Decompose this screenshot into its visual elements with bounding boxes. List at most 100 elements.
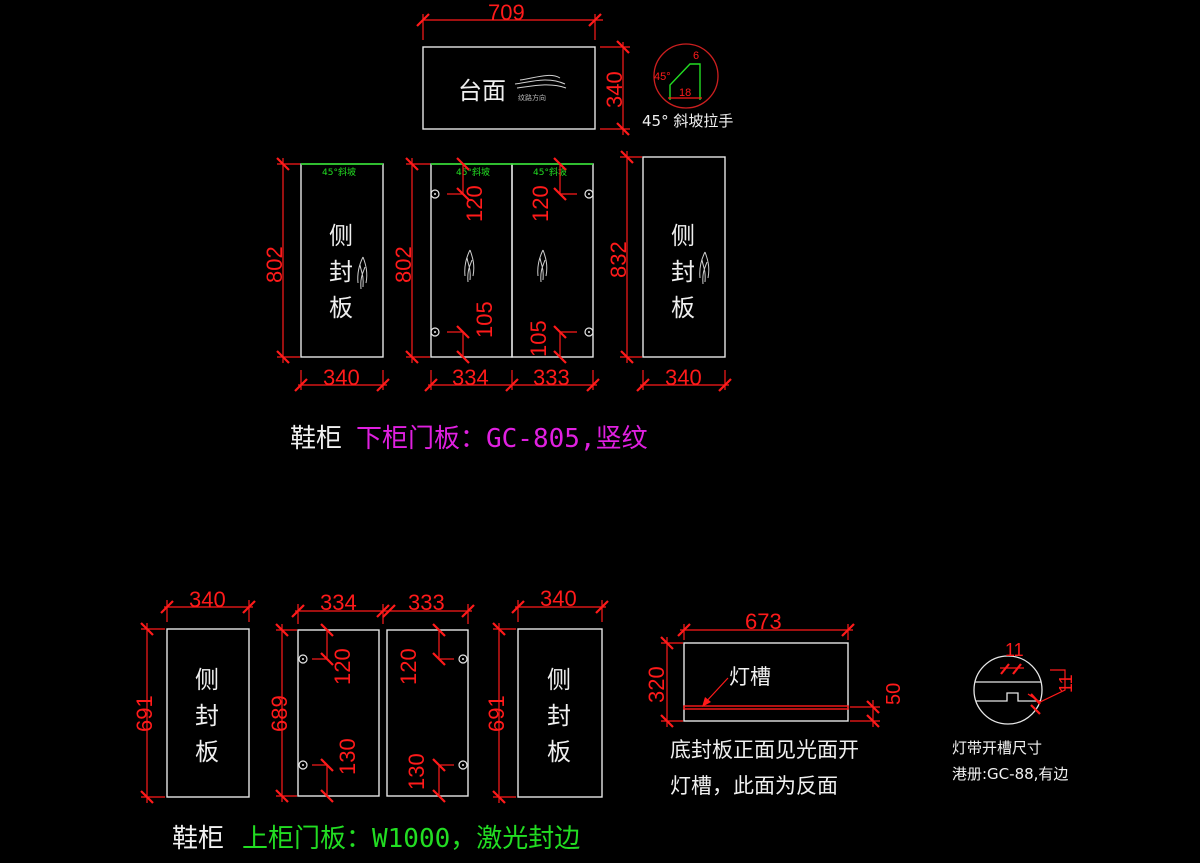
- upper-doors: 120 130 120 130 689 334 333: [267, 590, 475, 803]
- dim-label: 802: [262, 246, 287, 283]
- panel-label-char: 侧: [547, 666, 571, 694]
- panel-label-char: 侧: [671, 222, 695, 250]
- groove-profile: [975, 681, 1041, 702]
- handle-caption: 45° 斜坡拉手: [642, 112, 733, 130]
- dim-label: 130: [335, 738, 360, 775]
- dim-label: 802: [391, 246, 416, 283]
- dim-label: 105: [526, 320, 551, 357]
- dim-label: 340: [189, 587, 226, 612]
- panel-outline[interactable]: [517, 628, 603, 798]
- detail-circle: [653, 43, 719, 109]
- groove-caption-line2: 港册:GC-88,有边: [952, 765, 1068, 783]
- hinge-hole: [430, 327, 440, 337]
- dim-label: 340: [323, 365, 360, 390]
- groove-label: 灯槽: [729, 665, 771, 689]
- dim-label: 105: [472, 301, 497, 338]
- panel-outline[interactable]: [166, 628, 250, 798]
- dim-label: 340: [602, 71, 627, 108]
- panel-label-char: 板: [195, 738, 219, 766]
- grain-note: 纹路方向: [518, 93, 546, 102]
- hinge-hole: [584, 189, 594, 199]
- hinge-hole: [298, 654, 308, 664]
- dim-label: 120: [462, 185, 487, 222]
- bevel-label: 45°斜坡: [456, 166, 490, 178]
- countertop-panel[interactable]: [422, 46, 596, 130]
- dim-label: 334: [320, 590, 357, 615]
- countertop-group: 台面 纹路方向 709 340: [416, 0, 630, 136]
- title-main: 下柜门板：GC-805,竖纹: [356, 424, 648, 454]
- panel-label-char: 封: [195, 702, 219, 730]
- dim-label: 50: [883, 683, 905, 705]
- dim-label: 340: [540, 586, 577, 611]
- handle-bottom-dim: 18: [679, 87, 691, 99]
- dim-label: 709: [488, 0, 525, 25]
- dimension-countertop-width: 709: [416, 0, 603, 40]
- panel-label-char: 侧: [329, 222, 353, 250]
- dim-label: 333: [533, 365, 570, 390]
- groove-caption-line1: 灯带开槽尺寸: [952, 739, 1042, 757]
- handle-detail: 18 45° 6 45° 斜坡拉手: [642, 43, 733, 130]
- hinge-hole: [430, 189, 440, 199]
- handle-angle-dim: 45°: [654, 71, 671, 83]
- grain-direction-icon: [464, 249, 475, 283]
- panel-label-char: 侧: [195, 666, 219, 694]
- dim-label: 691: [484, 695, 509, 732]
- bottom-panel-outline[interactable]: [683, 642, 849, 722]
- panel-label-char: 封: [329, 258, 353, 286]
- panel-label-char: 板: [671, 294, 695, 322]
- dim-label: 120: [396, 648, 421, 685]
- hinge-hole: [458, 760, 468, 770]
- upper-right-side-panel: 侧 封 板 691 340: [484, 586, 609, 804]
- lower-right-side-panel: 侧 封 板 832 340: [606, 150, 732, 392]
- upper-cabinet-title: 鞋柜 上柜门板：W1000，激光封边: [172, 824, 580, 854]
- lower-doors: 45°斜坡 45°斜坡 120 105 120 105: [391, 157, 600, 392]
- panel-label-char: 封: [547, 702, 571, 730]
- dim-label: 130: [404, 753, 429, 790]
- dim-label: 334: [452, 365, 489, 390]
- dim-label: 832: [606, 241, 631, 278]
- door-left-outline[interactable]: [297, 629, 380, 797]
- dim-label: 673: [745, 609, 782, 634]
- handle-profile: [669, 63, 701, 100]
- light-groove: [683, 705, 849, 710]
- dim-label: 333: [408, 590, 445, 615]
- bevel-label: 45°斜坡: [533, 166, 567, 178]
- handle-top-dim: 6: [693, 50, 699, 62]
- hinge-hole: [458, 654, 468, 664]
- detail-circle: [973, 655, 1043, 725]
- dimension-countertop-height: 340: [600, 40, 630, 136]
- title-prefix: 鞋柜: [172, 824, 224, 854]
- panel-outline[interactable]: [642, 156, 726, 358]
- dim-label: 120: [528, 185, 553, 222]
- grain-direction-icon: 纹路方向: [514, 74, 567, 102]
- lower-cabinet-group: 45°斜坡 侧 封 板 802 340 45°斜坡 45°斜: [262, 150, 732, 454]
- hinge-hole: [298, 760, 308, 770]
- lower-cabinet-title: 鞋柜 下柜门板：GC-805,竖纹: [290, 424, 648, 454]
- lower-left-side-panel: 45°斜坡 侧 封 板 802 340: [262, 157, 390, 392]
- panel-label-char: 封: [671, 258, 695, 286]
- grain-direction-icon: [699, 251, 710, 285]
- title-main: 上柜门板：W1000，激光封边: [242, 824, 580, 854]
- dim-label: 691: [132, 695, 157, 732]
- grain-direction-icon: [357, 256, 368, 290]
- panel-label-char: 板: [329, 294, 353, 322]
- bottom-panel-note-line1: 底封板正面见光面开: [670, 738, 859, 762]
- bottom-panel-note-line2: 灯槽，此面为反面: [670, 774, 838, 798]
- upper-cabinet-group: 侧 封 板 691 340 120: [132, 586, 1076, 854]
- upper-left-side-panel: 侧 封 板 691 340: [132, 587, 256, 804]
- countertop-label: 台面: [458, 77, 506, 105]
- upper-bottom-panel: 灯槽 673 320 50 底封板正面见光面开 灯槽，此面为反面: [644, 609, 905, 798]
- panel-label-char: 板: [547, 738, 571, 766]
- dim-label: 689: [267, 695, 292, 732]
- hinge-hole: [584, 327, 594, 337]
- dim-label: 320: [644, 666, 669, 703]
- dim-label: 11: [1056, 674, 1076, 693]
- door-right-outline[interactable]: [386, 629, 469, 797]
- dim-label: 340: [665, 365, 702, 390]
- dim-label: 120: [330, 648, 355, 685]
- groove-detail: 11 11 灯带开槽尺寸 港册:GC-88,有边: [952, 640, 1076, 783]
- dim-label: 11: [1005, 640, 1024, 660]
- title-prefix: 鞋柜: [290, 424, 342, 454]
- grain-direction-icon: [537, 249, 548, 283]
